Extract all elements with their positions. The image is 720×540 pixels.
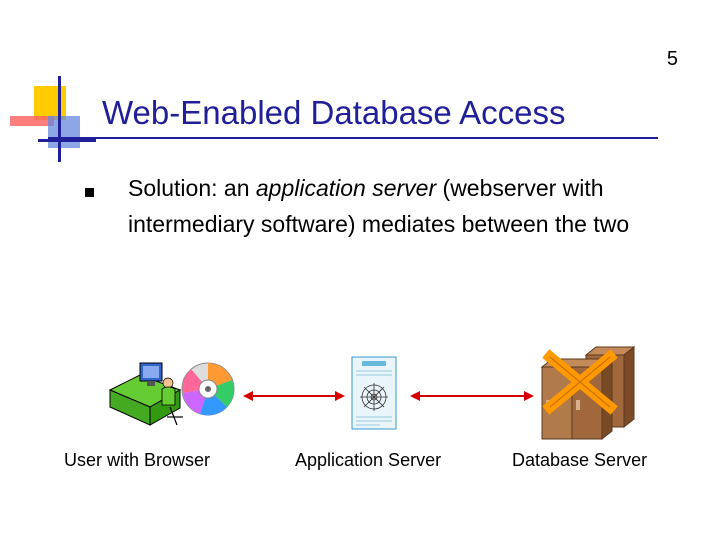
bullet-emphasis: application server [255, 175, 437, 201]
web-document-icon [351, 356, 397, 430]
bullet-prefix: Solution: an [128, 175, 256, 201]
decorative-logo-icon [10, 76, 96, 162]
slide-number: 5 [666, 48, 678, 70]
caption-user-with-browser: User with Browser [64, 450, 211, 470]
arrow-appserver-to-database [410, 391, 534, 401]
user-computer-cd-icon [108, 362, 235, 426]
bullet-marker [85, 188, 94, 197]
title-underline [48, 137, 658, 139]
slide-title: Web-Enabled Database Access [102, 94, 566, 131]
bullet-suffix: (webserver with intermediary software) m… [128, 175, 630, 237]
caption-database-server: Database Server [512, 450, 648, 470]
arrow-user-to-appserver [243, 391, 345, 401]
caption-application-server: Application Server [295, 450, 442, 470]
server-cabinets-icon [540, 345, 636, 441]
bullet-text: Solution: an application server (webserv… [128, 170, 688, 242]
